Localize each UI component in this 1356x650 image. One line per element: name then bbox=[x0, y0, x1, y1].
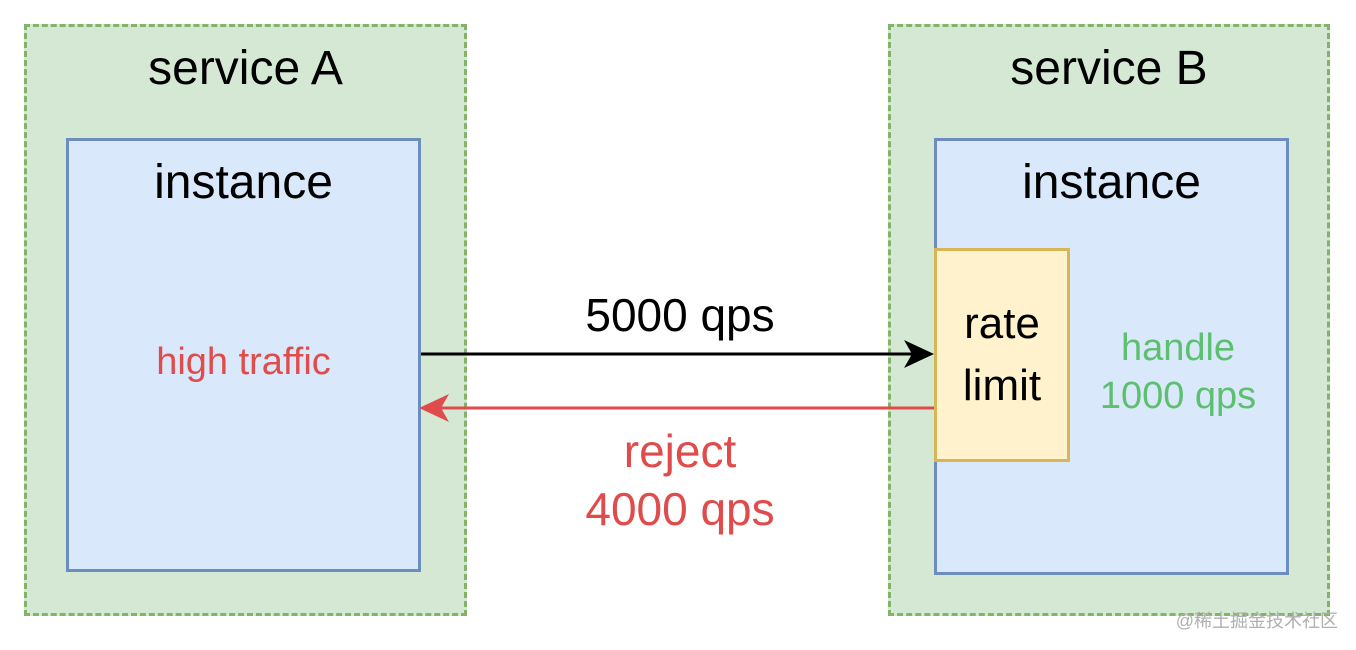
reject-line2: 4000 qps bbox=[585, 483, 775, 535]
request-arrow bbox=[421, 340, 934, 368]
service-a-instance-title: instance bbox=[154, 156, 333, 209]
request-arrowhead bbox=[904, 340, 934, 368]
reject-arrowhead bbox=[419, 394, 449, 422]
handle-line1: handle bbox=[1120, 327, 1236, 369]
service-b-title: service B bbox=[1010, 42, 1208, 95]
handle-line2: 1000 qps bbox=[1099, 375, 1257, 417]
rate-limit-box: rate limit bbox=[934, 248, 1070, 462]
reject-arrow bbox=[419, 394, 934, 422]
rate-limit-line2: limit bbox=[962, 361, 1042, 410]
watermark-text: @稀土掘金技术社区 bbox=[1175, 611, 1338, 631]
reject-line1: reject bbox=[623, 425, 737, 477]
service-b-instance-title: instance bbox=[1022, 156, 1201, 209]
service-a-title: service A bbox=[148, 42, 343, 95]
high-traffic-label: high traffic bbox=[156, 341, 331, 383]
rate-limit-line1: rate bbox=[964, 299, 1040, 348]
request-rate-label: 5000 qps bbox=[585, 289, 775, 341]
service-a-instance: instance high traffic bbox=[66, 138, 421, 572]
handle-capacity-label: handle 1000 qps bbox=[1078, 324, 1278, 420]
reject-rate-label: reject 4000 qps bbox=[530, 422, 830, 538]
